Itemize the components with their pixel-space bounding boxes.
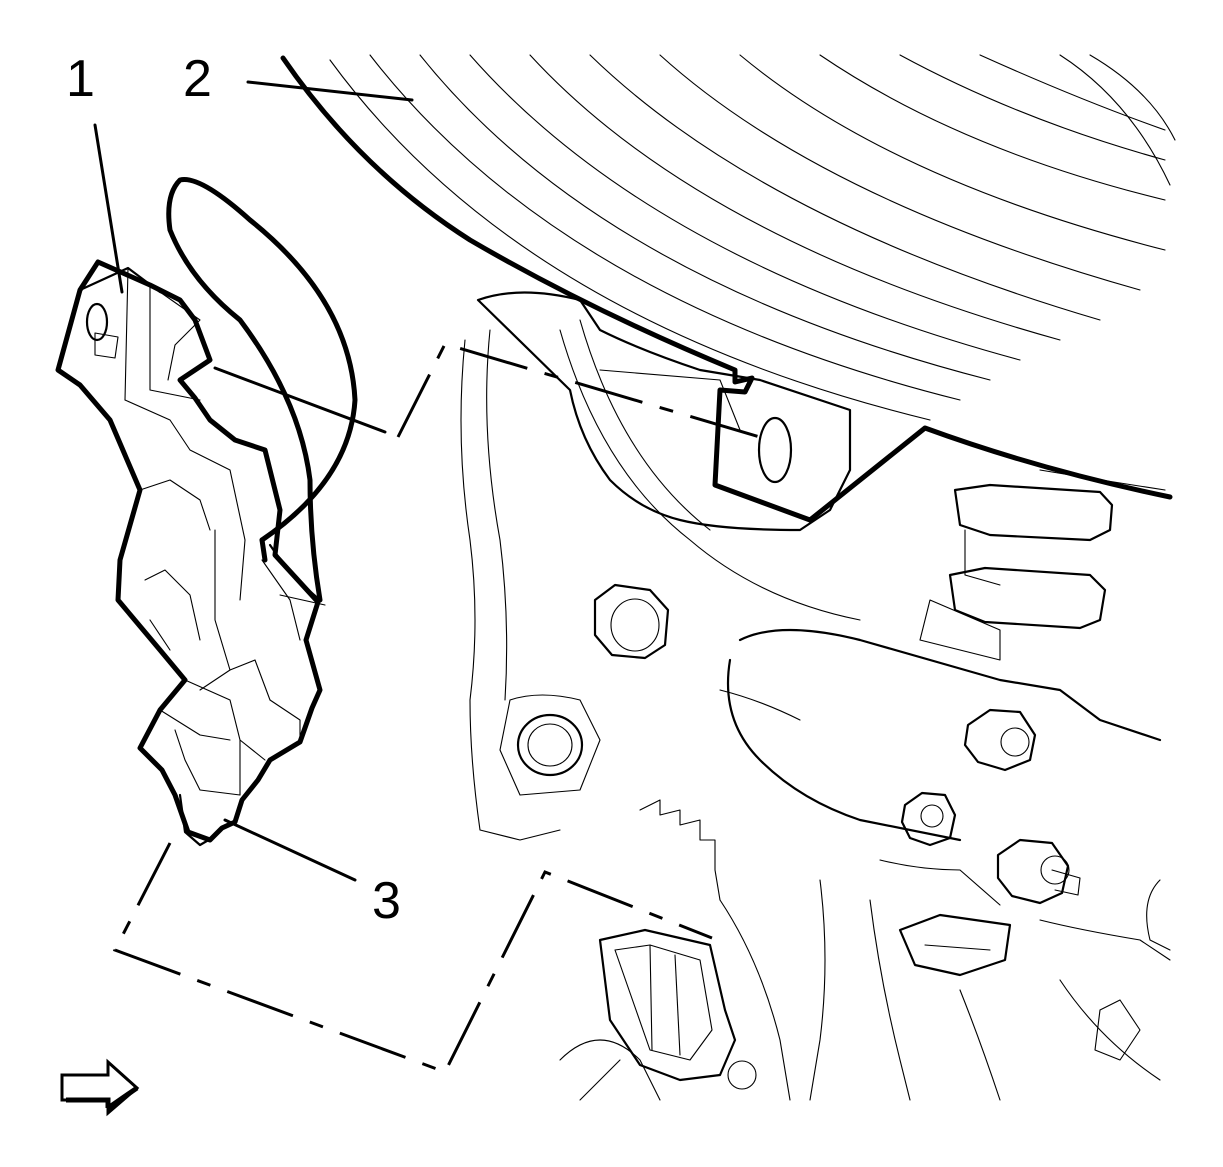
harness-connector (579, 928, 737, 1101)
housing-component-2 (280, 54, 1176, 523)
leader-line-1 (93, 123, 124, 294)
sensor-wire-harness (166, 177, 358, 606)
sensor-component-1 (55, 259, 323, 847)
callout-label-2: 2 (183, 50, 212, 108)
callout-label-3: 3 (372, 872, 401, 930)
callout-leaders (93, 80, 414, 882)
alignment-line-lower (112, 842, 713, 1074)
arrow-right-icon (60, 1058, 140, 1117)
engine-block (460, 291, 1171, 1101)
alignment-lines (112, 342, 771, 1074)
alignment-line-upper (396, 342, 771, 442)
leader-line-3 (223, 818, 357, 882)
leader-line-2 (246, 80, 414, 102)
callout-label-1: 1 (66, 50, 95, 108)
